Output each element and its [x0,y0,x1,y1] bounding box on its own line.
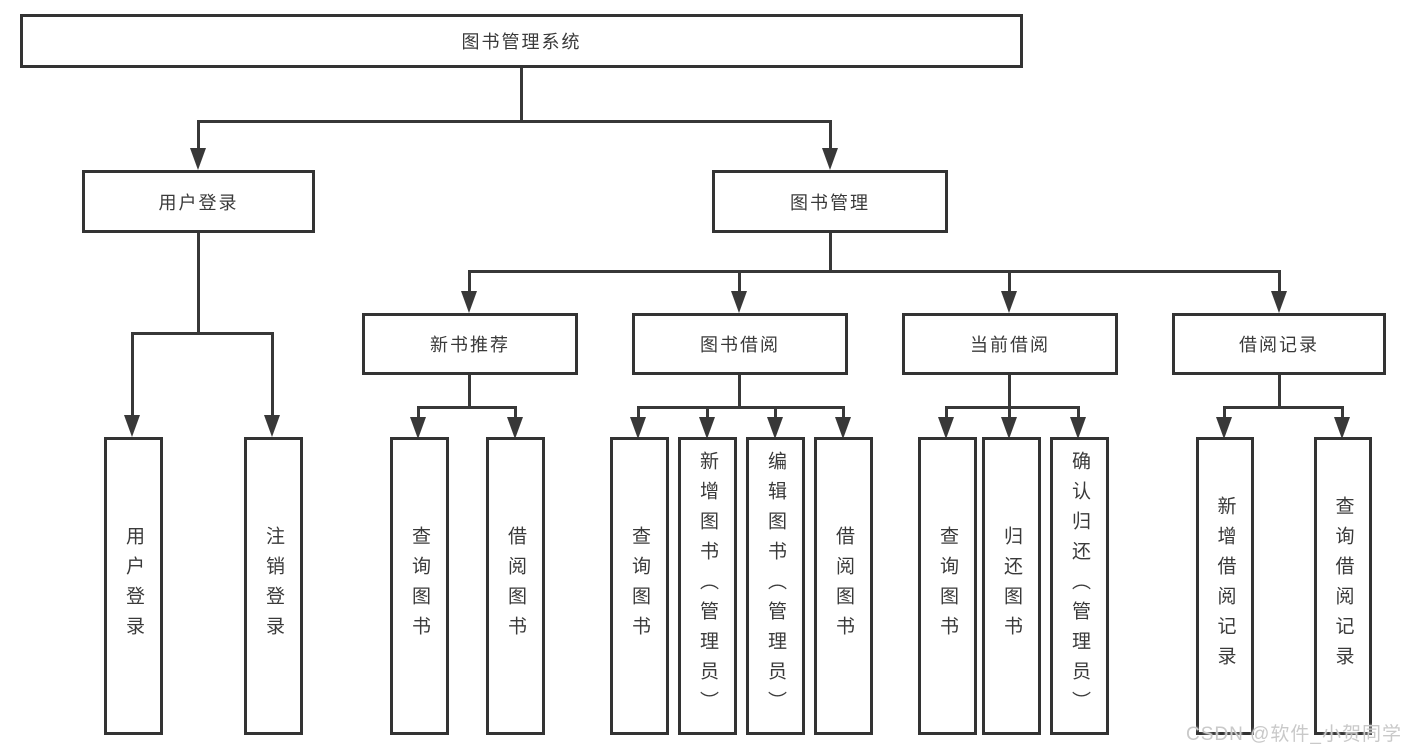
arrowhead-leaf-9 [938,417,954,439]
connector-user-login-stem [197,232,200,335]
connector-book-mgmt-stem [829,232,832,273]
arrowhead-book-borrow [731,291,747,313]
leaf-node-query-borrow-record: 查询借阅记录 [1314,437,1372,735]
leaf-label: 用户登录 [123,526,144,646]
node-user-login-label: 用户登录 [158,192,239,213]
connector-drop-book-borrow [738,270,741,293]
leaf-node-add-borrow-record: 新增借阅记录 [1196,437,1254,735]
connector-new-book-stem [468,374,471,409]
leaf-label: 查询图书 [409,526,430,646]
connector-drop-leaf-3 [417,406,420,419]
node-book-management: 图书管理 [712,170,948,233]
connector-drop-current-borrow [1008,270,1011,293]
arrowhead-leaf-5 [630,417,646,439]
leaf-node-return-books: 归还图书 [982,437,1041,735]
connector-drop-leaf-7 [774,406,777,419]
connector-new-book-branch [417,406,517,409]
leaf-label: 注销登录 [263,526,284,646]
connector-drop-leaf-10 [1008,406,1011,419]
arrowhead-leaf-6 [699,417,715,439]
node-current-borrowing-label: 当前借阅 [970,335,1050,355]
arrowhead-leaf-1 [124,415,140,437]
node-user-login: 用户登录 [82,170,315,233]
leaf-node-borrow-books-2: 借阅图书 [814,437,873,735]
leaf-node-edit-books-admin: 编辑图书（管理员） [746,437,805,735]
connector-drop-leaf-1 [131,332,134,417]
connector-drop-leaf-5 [637,406,640,419]
node-book-borrowing: 图书借阅 [632,313,848,375]
connector-borrow-record-branch [1223,406,1343,409]
connector-current-borrow-stem [1008,374,1011,409]
leaf-label: 新增借阅记录 [1214,496,1236,676]
arrowhead-leaf-12 [1216,417,1232,439]
connector-root-branch [197,120,832,123]
connector-drop-user-login [197,120,200,150]
leaf-label: 查询图书 [937,526,958,646]
leaf-label: 查询图书 [629,526,650,646]
connector-drop-leaf-9 [945,406,948,419]
node-current-borrowing: 当前借阅 [902,313,1118,375]
arrowhead-leaf-2 [264,415,280,437]
arrowhead-book-mgmt [822,148,838,170]
connector-root-stem [520,66,523,123]
connector-book-borrow-branch [637,406,845,409]
node-book-management-label: 图书管理 [790,192,870,213]
arrowhead-leaf-7 [767,417,783,439]
arrowhead-leaf-8 [835,417,851,439]
connector-drop-book-mgmt [829,120,832,150]
node-root-library-system: 图书管理系统 [20,14,1023,68]
connector-drop-leaf-4 [514,406,517,419]
node-book-borrowing-label: 图书借阅 [700,335,780,355]
arrowhead-borrow-record [1271,291,1287,313]
connector-book-mgmt-branch [468,270,1281,273]
leaf-node-query-books-3: 查询图书 [918,437,977,735]
connector-book-borrow-stem [738,374,741,409]
node-new-book-recommend-label: 新书推荐 [430,335,510,355]
leaf-node-query-books-2: 查询图书 [610,437,669,735]
leaf-label: 确认归还（管理员） [1069,451,1090,721]
node-borrowing-records: 借阅记录 [1172,313,1386,375]
arrowhead-current-borrow [1001,291,1017,313]
leaf-label: 编辑图书（管理员） [765,451,786,721]
leaf-label: 归还图书 [1001,526,1022,646]
arrowhead-new-book [461,291,477,313]
leaf-label: 查询借阅记录 [1332,496,1354,676]
connector-current-borrow-branch [945,406,1080,409]
connector-drop-borrow-record [1278,270,1281,293]
leaf-node-user-login: 用户登录 [104,437,163,735]
arrowhead-user-login [190,148,206,170]
arrowhead-leaf-13 [1334,417,1350,439]
arrowhead-leaf-10 [1001,417,1017,439]
connector-drop-leaf-13 [1341,406,1344,419]
connector-drop-leaf-11 [1077,406,1080,419]
leaf-node-query-books-1: 查询图书 [390,437,449,735]
connector-drop-new-book [468,270,471,293]
leaf-label: 借阅图书 [833,526,854,646]
leaf-label: 新增图书（管理员） [697,451,718,721]
csdn-watermark: CSDN @软件_小贺同学 [1186,724,1402,745]
connector-borrow-record-stem [1278,374,1281,409]
arrowhead-leaf-4 [507,417,523,439]
leaf-node-confirm-return-admin: 确认归还（管理员） [1050,437,1109,735]
leaf-node-logout: 注销登录 [244,437,303,735]
leaf-node-borrow-books-1: 借阅图书 [486,437,545,735]
connector-drop-leaf-2 [271,332,274,417]
leaf-node-add-books-admin: 新增图书（管理员） [678,437,737,735]
connector-drop-leaf-6 [706,406,709,419]
node-borrowing-records-label: 借阅记录 [1239,335,1319,355]
arrowhead-leaf-3 [410,417,426,439]
connector-user-login-branch [131,332,274,335]
node-root-label: 图书管理系统 [461,32,582,52]
arrowhead-leaf-11 [1070,417,1086,439]
connector-drop-leaf-12 [1223,406,1226,419]
connector-drop-leaf-8 [842,406,845,419]
leaf-label: 借阅图书 [505,526,526,646]
node-new-book-recommend: 新书推荐 [362,313,578,375]
